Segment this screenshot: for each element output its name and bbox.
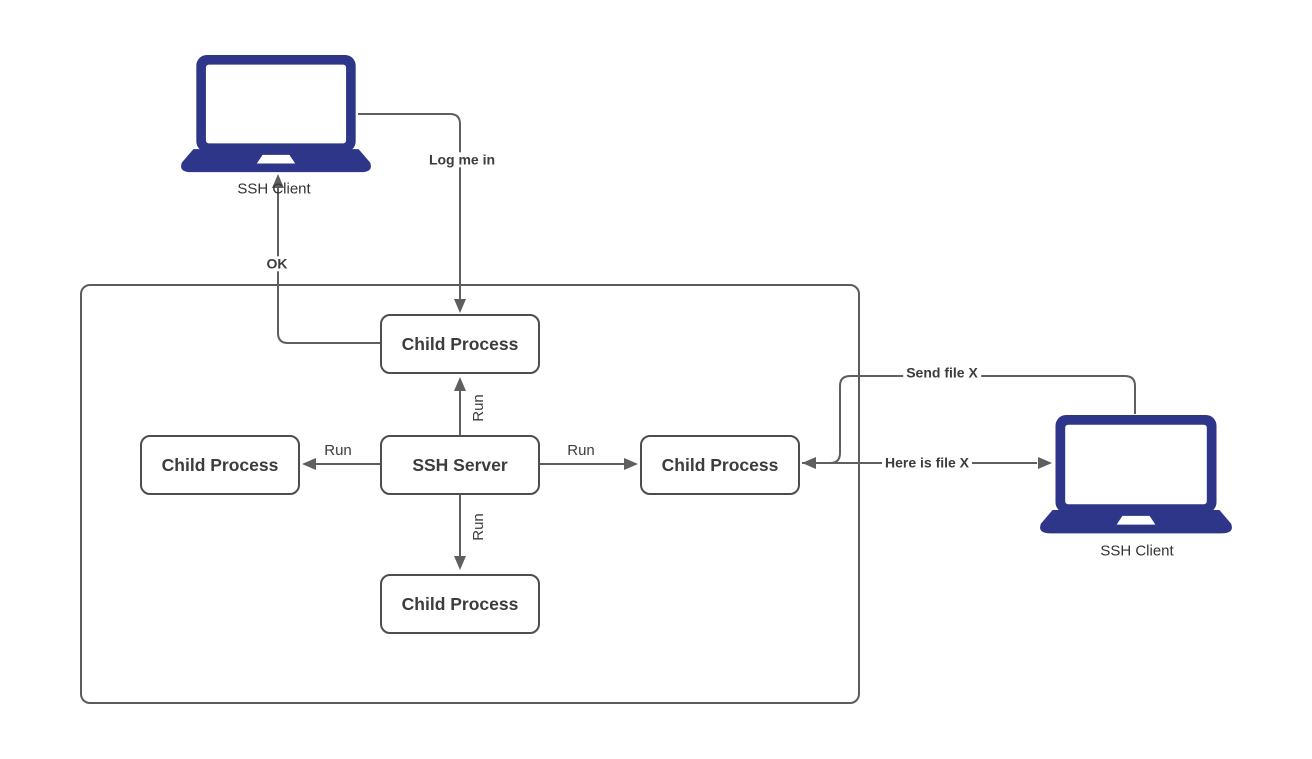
laptop-icon — [1040, 415, 1232, 534]
node-child-process-right: Child Process — [640, 435, 800, 495]
edge-run-bottom — [454, 495, 466, 570]
edge-label-run-bottom: Run — [469, 513, 487, 541]
edge-label-here-is-file-x: Here is file X — [881, 454, 973, 471]
edge-label-ok: OK — [263, 255, 291, 272]
edge-label-run-top: Run — [469, 394, 487, 422]
server-boundary-box — [80, 284, 860, 704]
edge-run-left — [302, 458, 380, 470]
edge-log-me-in — [358, 113, 466, 313]
edge-label-run-right: Run — [564, 442, 598, 460]
node-ssh-server: SSH Server — [380, 435, 540, 495]
edge-label-send-file-x: Send file X — [903, 364, 981, 381]
edge-run-right — [540, 458, 638, 470]
edge-label-log-me-in: Log me in — [425, 151, 499, 168]
label-ssh-client-right: SSH Client — [1100, 542, 1174, 560]
label-ssh-client-left: SSH Client — [237, 180, 311, 198]
edge-ok — [272, 174, 380, 344]
node-child-process-bottom: Child Process — [380, 574, 540, 634]
edge-run-top — [454, 377, 466, 435]
node-child-process-top: Child Process — [380, 314, 540, 374]
node-child-process-left: Child Process — [140, 435, 300, 495]
laptop-icon — [181, 55, 371, 173]
edge-label-run-left: Run — [321, 442, 355, 460]
